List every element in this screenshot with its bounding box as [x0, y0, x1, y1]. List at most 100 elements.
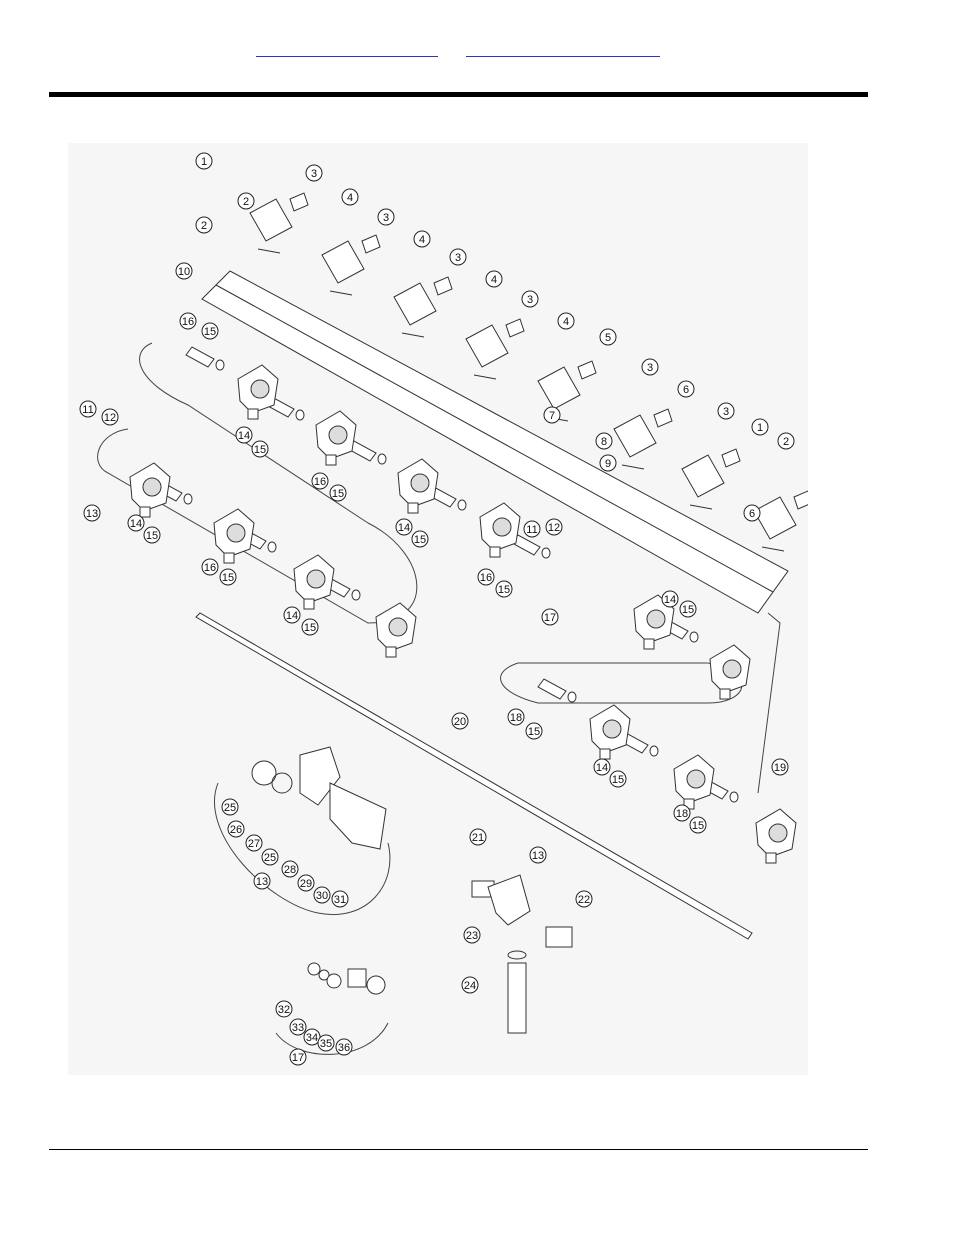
part-callout: 25: [262, 849, 278, 865]
part-number: 15: [414, 534, 426, 546]
part-number: 35: [320, 1038, 332, 1050]
part-callout: 13: [84, 505, 100, 521]
part-callout: 18: [674, 805, 690, 821]
gear-housing: [590, 705, 630, 759]
header-link-2[interactable]: [466, 38, 660, 57]
part-callout: 3: [522, 291, 538, 307]
part-callout: 15: [302, 619, 318, 635]
part-number: 14: [130, 518, 142, 530]
part-callout: 15: [610, 771, 626, 787]
part-number: 23: [466, 930, 478, 942]
shield-part: [754, 491, 808, 551]
gear-housing: [130, 463, 170, 517]
part-callout: 12: [546, 519, 562, 535]
part-number: 15: [528, 726, 540, 738]
part-number: 14: [664, 594, 676, 606]
part-callout: 16: [180, 313, 196, 329]
part-callout: 28: [282, 861, 298, 877]
part-callout: 14: [284, 607, 300, 623]
part-number: 15: [204, 326, 216, 338]
part-number: 22: [578, 894, 590, 906]
part-callout: 3: [642, 359, 658, 375]
shield-part: [250, 193, 308, 253]
gear-housing: [710, 645, 750, 699]
spacer-tube: [538, 679, 576, 702]
part-number: 34: [306, 1032, 318, 1044]
part-callout: 2: [196, 217, 212, 233]
part-callout: 16: [478, 569, 494, 585]
part-number: 16: [314, 476, 326, 488]
part-callout: 31: [332, 891, 348, 907]
part-callout: 17: [290, 1049, 306, 1065]
part-number: 14: [596, 762, 608, 774]
part-callout: 13: [530, 847, 546, 863]
part-number: 19: [774, 762, 786, 774]
part-number: 15: [692, 820, 704, 832]
part-number: 28: [284, 864, 296, 876]
gear-housing: [214, 509, 254, 563]
gear-housing: [294, 555, 334, 609]
part-number: 36: [338, 1042, 350, 1054]
part-callout: 4: [342, 189, 358, 205]
part-number: 7: [549, 410, 555, 422]
part-callout: 6: [678, 381, 694, 397]
part-number: 16: [480, 572, 492, 584]
part-callout: 4: [558, 313, 574, 329]
part-number: 15: [612, 774, 624, 786]
part-number: 13: [532, 850, 544, 862]
part-number: 18: [676, 808, 688, 820]
part-number: 29: [300, 878, 312, 890]
part-callout: 14: [128, 515, 144, 531]
part-callout: 16: [312, 473, 328, 489]
part-number: 9: [605, 458, 611, 470]
spacer-tube: [186, 347, 224, 370]
header-link-1[interactable]: [256, 38, 438, 57]
part-callout: 24: [462, 977, 478, 993]
part-number: 25: [264, 852, 276, 864]
part-number: 13: [256, 876, 268, 888]
part-callout: 1: [196, 153, 212, 169]
gear-housing: [398, 459, 438, 513]
part-callout: 6: [744, 505, 760, 521]
part-callout: 9: [600, 455, 616, 471]
part-number: 4: [419, 234, 425, 246]
part-number: 11: [526, 524, 537, 536]
part-number: 18: [510, 712, 522, 724]
part-callout: 12: [102, 409, 118, 425]
part-callout: 3: [718, 403, 734, 419]
inset-housing-exploded: [252, 747, 386, 849]
part-number: 10: [178, 266, 190, 278]
shield-part: [614, 409, 672, 469]
gear-housing: [480, 503, 520, 557]
part-number: 3: [311, 168, 317, 180]
part-callout: 27: [246, 835, 262, 851]
part-callout: 14: [662, 591, 678, 607]
part-callout: 26: [228, 821, 244, 837]
part-callout: 2: [778, 433, 794, 449]
part-number: 12: [104, 412, 116, 424]
part-callout: 1: [752, 419, 768, 435]
part-callout: 23: [464, 927, 480, 943]
part-number: 15: [254, 444, 266, 456]
part-callout: 35: [318, 1035, 334, 1051]
part-callout: 11: [80, 401, 96, 417]
part-callout: 14: [594, 759, 610, 775]
part-number: 2: [201, 220, 207, 232]
part-number: 17: [544, 612, 556, 624]
part-number: 12: [548, 522, 560, 534]
part-number: 33: [292, 1022, 304, 1034]
part-number: 25: [224, 802, 236, 814]
part-number: 14: [238, 430, 250, 442]
part-callout: 15: [252, 441, 268, 457]
part-number: 1: [757, 422, 763, 434]
part-number: 15: [498, 584, 510, 596]
part-callout: 20: [452, 713, 468, 729]
part-callout: 15: [412, 531, 428, 547]
part-callout: 15: [680, 601, 696, 617]
spacer-tube: [512, 535, 550, 558]
part-callout: 17: [542, 609, 558, 625]
part-number: 6: [749, 508, 755, 520]
inset-gearbox: [472, 875, 572, 1033]
part-callout: 19: [772, 759, 788, 775]
trough: [202, 271, 788, 613]
